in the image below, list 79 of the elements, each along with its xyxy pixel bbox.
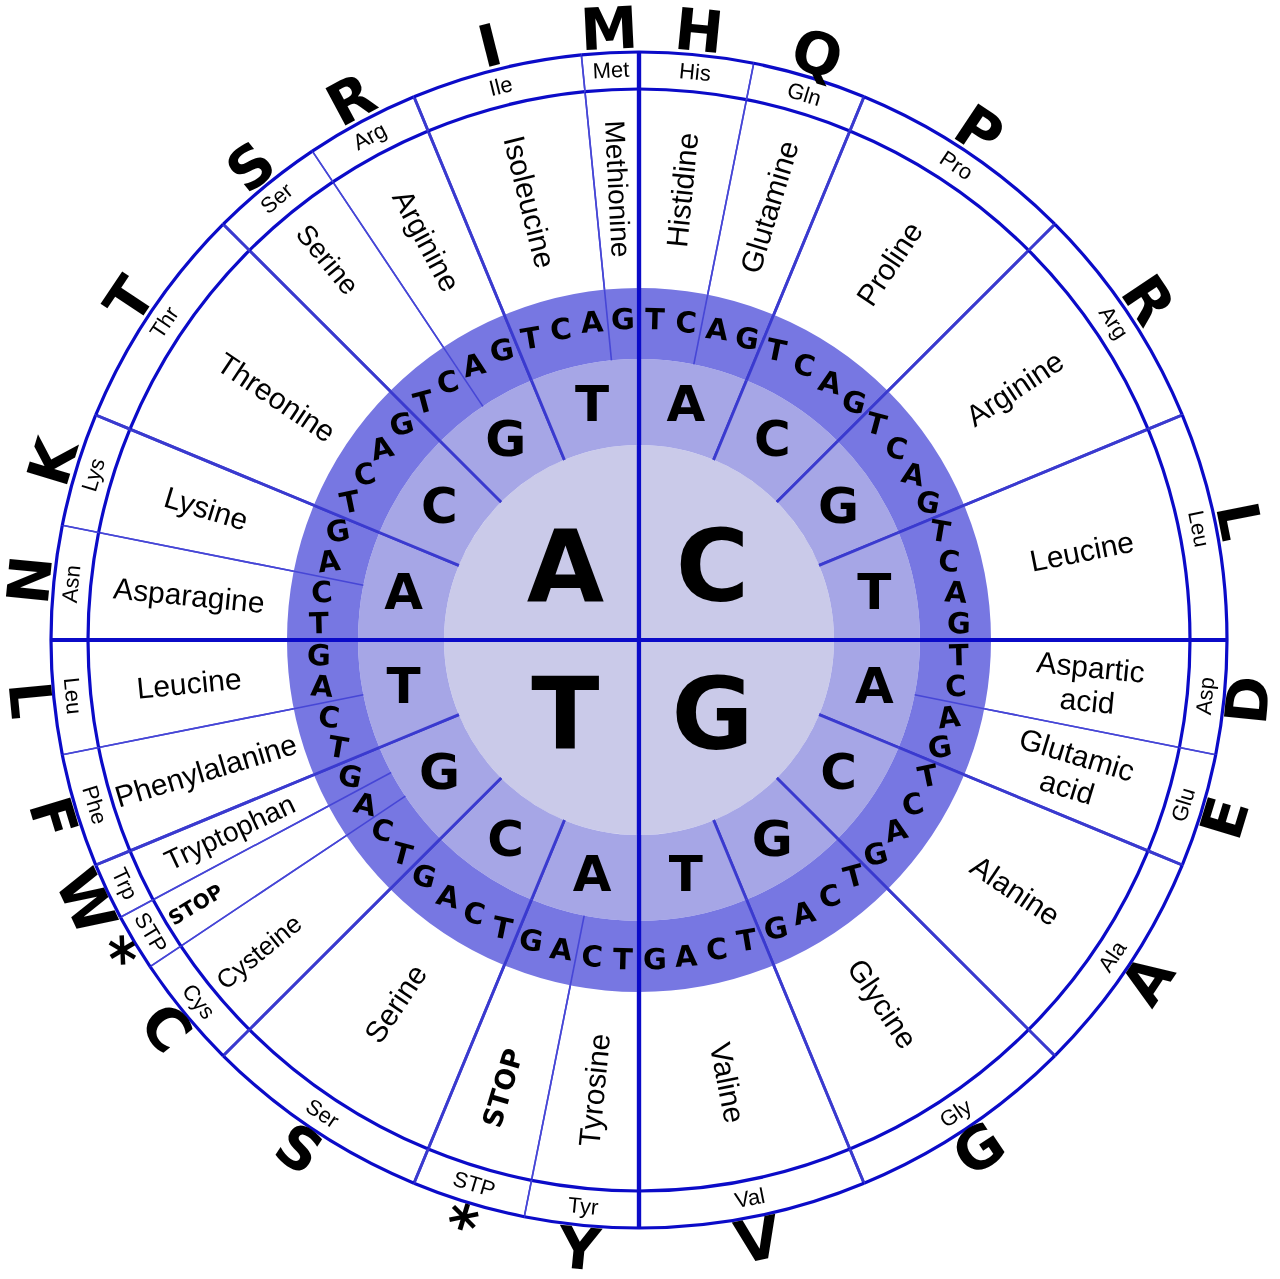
amino-acid-abbreviation: His — [678, 60, 712, 85]
base-letter: C — [580, 942, 604, 972]
one-letter-code: L — [2, 679, 58, 721]
base-letter: G — [818, 482, 860, 531]
base-letter: G — [307, 641, 332, 670]
amino-acid-name: Tyrosine — [574, 1032, 615, 1148]
one-letter-code: N — [1, 553, 59, 607]
amino-acid-name: Methionine — [600, 119, 634, 258]
base-letter: G — [671, 666, 754, 762]
base-letter: T — [948, 641, 969, 670]
base-letter: A — [936, 702, 963, 733]
amino-acid-abbreviation: Asn — [59, 564, 84, 604]
base-letter: C — [421, 482, 458, 531]
base-letter: G — [418, 749, 460, 798]
base-letter: T — [325, 732, 350, 763]
one-letter-code: L — [1210, 497, 1269, 544]
base-letter: C — [754, 416, 791, 465]
base-letter: T — [644, 306, 665, 335]
one-letter-code: D — [1219, 673, 1277, 727]
amino-acid-abbreviation: Lys — [78, 455, 109, 494]
one-letter-code: Y — [555, 1221, 603, 1278]
base-letter: G — [487, 334, 517, 367]
base-letter: C — [704, 935, 729, 966]
base-letter: G — [732, 323, 761, 355]
base-letter: G — [926, 732, 955, 764]
amino-acid-name: Leucine — [135, 664, 243, 704]
base-letter: T — [386, 663, 421, 711]
base-letter: A — [384, 569, 423, 617]
base-letter: A — [579, 308, 605, 339]
base-letter: A — [855, 663, 894, 711]
base-letter: A — [310, 672, 335, 702]
one-letter-code: I — [473, 18, 508, 75]
base-letter: C — [310, 578, 335, 608]
base-letter: C — [937, 547, 962, 578]
one-letter-code: F — [22, 791, 85, 845]
base-letter: C — [549, 314, 574, 345]
amino-acid-abbreviation: Leu — [1184, 508, 1212, 549]
base-letter: T — [668, 851, 703, 900]
base-letter: A — [526, 518, 605, 614]
base-letter: A — [673, 941, 699, 972]
base-letter: A — [315, 547, 342, 578]
base-letter: T — [309, 610, 330, 639]
base-letter: T — [613, 945, 634, 974]
base-letter: T — [575, 380, 610, 429]
base-letter: C — [675, 518, 750, 614]
one-letter-code: V — [731, 1210, 786, 1271]
amino-acid-abbreviation: Tyr — [566, 1195, 600, 1220]
amino-acid-abbreviation: Val — [733, 1185, 767, 1213]
amino-acid-name: Asparagine — [112, 574, 267, 618]
base-letter: C — [487, 815, 524, 864]
one-letter-code: * — [83, 928, 145, 982]
base-letter: A — [666, 380, 706, 429]
base-letter: A — [572, 851, 612, 900]
amino-acid-abbreviation: Glu — [1169, 786, 1200, 825]
base-letter: T — [857, 569, 892, 617]
base-letter: A — [548, 935, 575, 966]
base-letter: G — [485, 416, 527, 465]
base-letter: C — [820, 749, 857, 798]
amino-acid-abbreviation: Met — [592, 59, 630, 82]
one-letter-code: H — [672, 2, 726, 60]
base-letter: A — [703, 314, 730, 345]
base-letter: T — [734, 926, 759, 957]
base-letter: A — [943, 578, 968, 608]
base-letter: G — [611, 306, 636, 335]
base-letter: T — [531, 666, 600, 762]
one-letter-code: M — [578, 1, 640, 57]
base-letter: T — [519, 323, 544, 354]
base-letter: T — [840, 861, 867, 893]
base-letter: G — [323, 516, 352, 548]
amino-acid-name: Histidine — [663, 131, 704, 249]
base-letter: C — [943, 672, 968, 702]
base-letter: C — [316, 702, 341, 733]
base-letter: G — [517, 925, 546, 957]
base-letter: G — [751, 815, 793, 864]
amino-acid-abbreviation: Leu — [59, 676, 84, 716]
base-letter: A — [460, 349, 489, 382]
amino-acid-abbreviation: Asp — [1194, 675, 1219, 716]
base-letter: C — [674, 308, 698, 338]
amino-acid-name: Aspartic acid — [1033, 644, 1148, 722]
